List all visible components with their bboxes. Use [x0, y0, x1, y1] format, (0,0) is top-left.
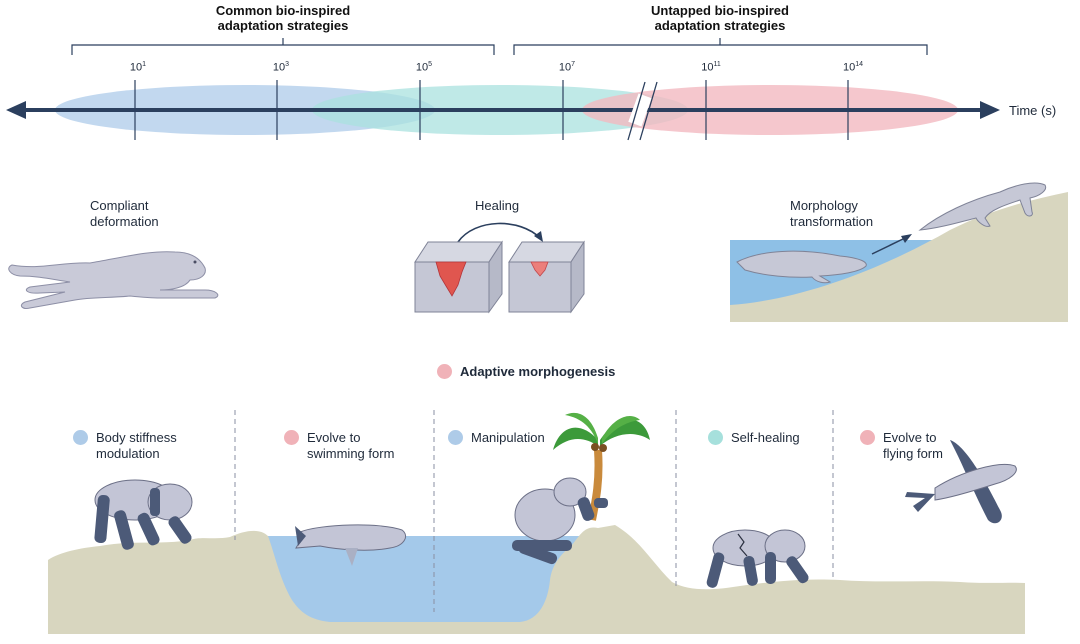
label-compliant-deformation: Compliant deformation [90, 198, 159, 230]
tick-exp: 14 [855, 61, 864, 68]
blue-dot-icon [73, 430, 88, 445]
healing-arrow [457, 222, 541, 243]
palm-tree [553, 412, 650, 521]
tick-label-14: 1014 [843, 61, 863, 74]
morphology-illustration [730, 182, 1068, 322]
panel-line2: flying form [883, 446, 943, 461]
panel-line2: swimming form [307, 446, 395, 461]
tick-exp: 7 [571, 61, 576, 68]
tick-exp: 3 [285, 61, 290, 68]
tick-label-5: 105 [416, 61, 432, 74]
panel-label-manipulation: Manipulation [448, 430, 545, 446]
water-pool [262, 536, 580, 622]
tick-base: 10 [272, 61, 286, 74]
legend-adaptive-morphogenesis: Adaptive morphogenesis [437, 364, 615, 380]
robot-swimming [295, 524, 406, 566]
header-common-line1: Common bio-inspired [215, 3, 351, 18]
cheetah-illustration [8, 251, 219, 309]
panel-label-self-healing: Self-healing [708, 430, 800, 446]
pink-dot-icon [437, 364, 452, 379]
wound-large [435, 261, 467, 297]
healing-illustration [414, 222, 585, 314]
tick-label-1: 101 [130, 61, 146, 74]
label-morphology-transformation: Morphology transformation [790, 198, 873, 230]
tick-base: 10 [842, 61, 856, 74]
bottom-landscape [48, 410, 1025, 634]
axis-label-time: Time (s) [1009, 103, 1057, 118]
legend-adaptive-label: Adaptive morphogenesis [460, 364, 616, 379]
morph-line1: Morphology [790, 198, 858, 213]
time-axis [6, 101, 1000, 119]
tick-exp: 5 [428, 61, 433, 68]
tick-label-3: 103 [273, 61, 289, 74]
transform-arrow-head-icon [901, 234, 912, 243]
panel-line1: Evolve to [883, 430, 937, 445]
header-untapped-strategies: Untapped bio-inspired adaptation strateg… [620, 3, 820, 33]
axis-arrow-left-icon [6, 101, 26, 119]
tick-label-11: 1011 [701, 61, 721, 74]
wound-small [530, 261, 549, 277]
header-common-line2: adaptation strategies [217, 18, 349, 33]
tick-exp: 11 [713, 61, 721, 68]
tick-base: 10 [558, 61, 572, 74]
tick-label-7: 107 [559, 61, 575, 74]
robot-stiffness [94, 479, 193, 550]
ground [48, 525, 1025, 634]
bracket-right [513, 38, 928, 55]
morph-line2: transformation [790, 214, 874, 229]
label-healing: Healing [475, 198, 520, 213]
axis-arrow-right-icon [980, 101, 1000, 119]
panel-line1: Body stiffness [96, 430, 177, 445]
panel-dividers [234, 410, 834, 612]
blue-dot-icon [448, 430, 463, 445]
tick-base: 10 [129, 61, 143, 74]
robot-manipulation [512, 477, 608, 565]
compliant-line2: deformation [90, 214, 159, 229]
robot-selfhealing [706, 529, 809, 588]
panel-line1: Self-healing [731, 430, 800, 445]
panel-line2: modulation [96, 446, 160, 461]
robot-flying [905, 440, 1017, 524]
panel-line1: Evolve to [307, 430, 361, 445]
teal-dot-icon [708, 430, 723, 445]
panel-line1: Manipulation [471, 430, 545, 445]
header-common-strategies: Common bio-inspired adaptation strategie… [183, 3, 383, 33]
compliant-line1: Compliant [90, 198, 149, 213]
pink-dot-icon [860, 430, 875, 445]
tick-base: 10 [415, 61, 429, 74]
bracket-left [71, 38, 495, 55]
tick-exp: 1 [142, 61, 147, 68]
pink-dot-icon [284, 430, 299, 445]
healing-arrow-head-icon [534, 231, 543, 242]
header-untapped-line1: Untapped bio-inspired [651, 3, 789, 18]
header-untapped-line2: adaptation strategies [654, 18, 786, 33]
axis-break [627, 81, 658, 141]
tick-lines [134, 80, 849, 140]
tick-base: 10 [701, 61, 714, 74]
